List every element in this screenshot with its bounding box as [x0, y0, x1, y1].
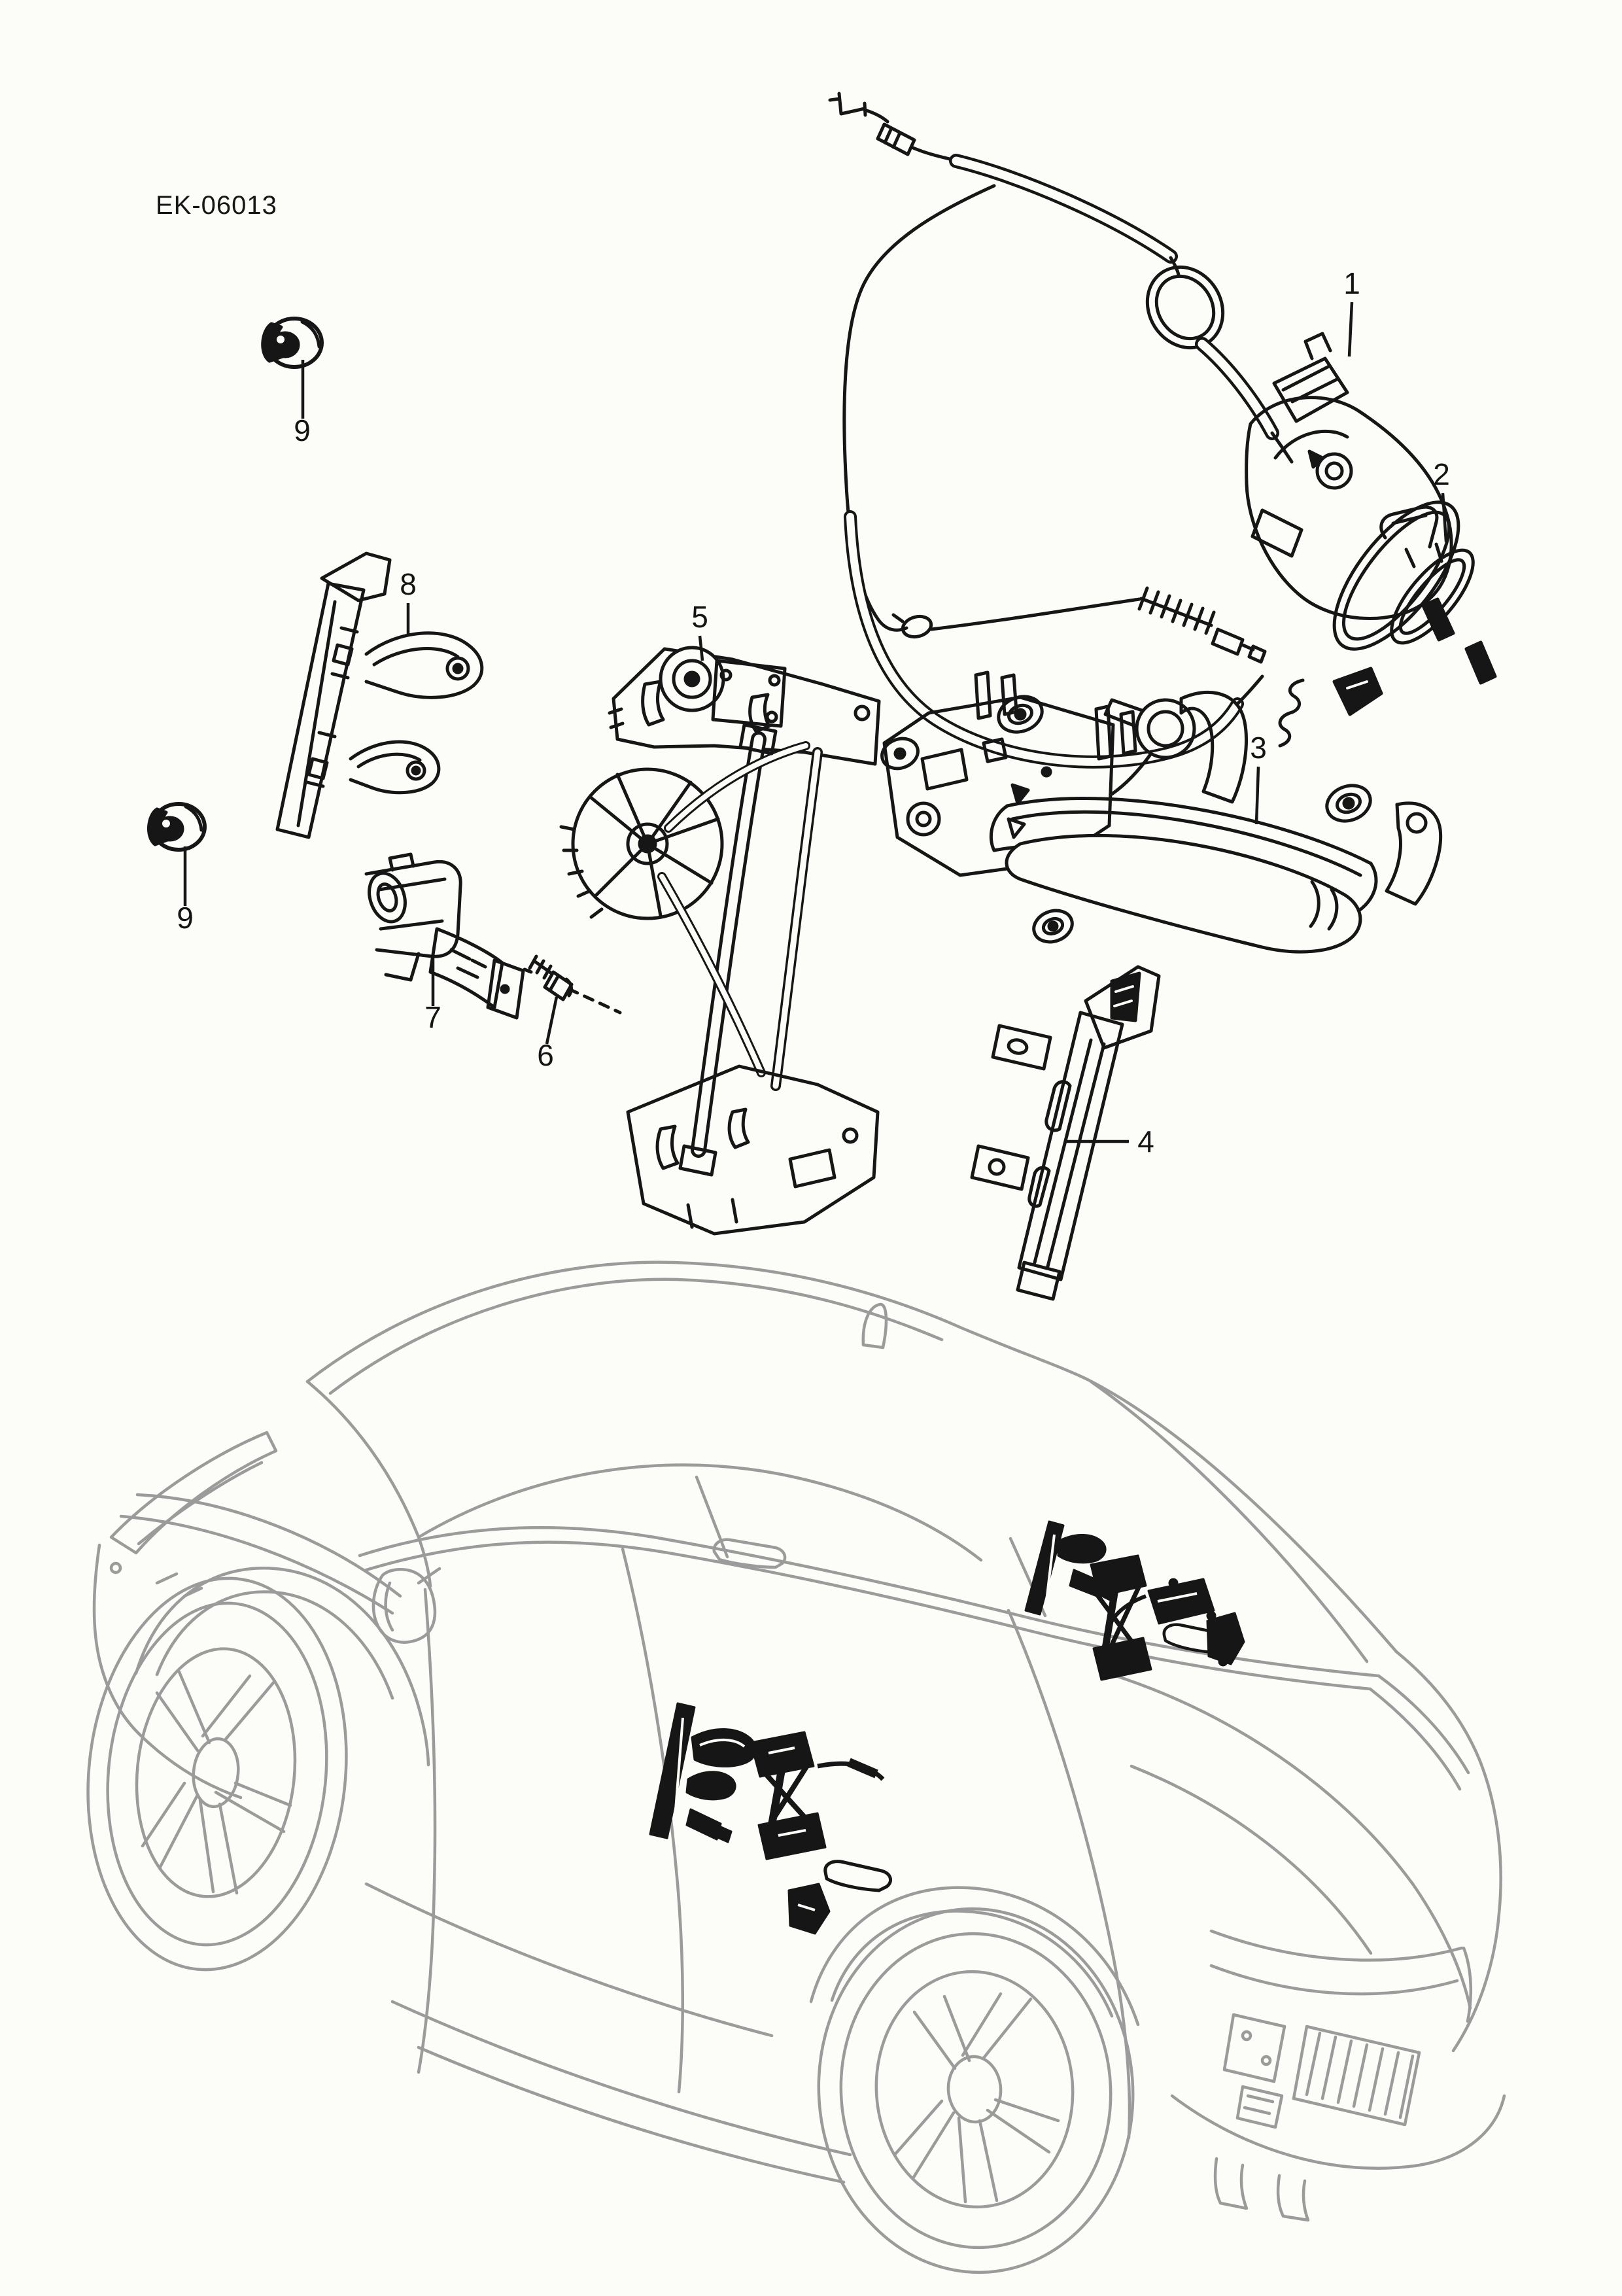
part-9-nut-upper — [261, 317, 324, 369]
rear-bumper-lower — [1170, 2094, 1506, 2170]
callout-9-nut[interactable]: 9 — [177, 901, 194, 935]
rocker-panel — [364, 1882, 852, 2184]
callout-2-leader-line — [1441, 493, 1448, 542]
diagram-code: EK-06013 — [156, 191, 277, 220]
installed-parts-front-door — [649, 1702, 893, 1935]
side-mirror — [371, 1567, 441, 1644]
rear-wheel — [809, 1886, 1140, 2274]
front-wheel — [86, 1567, 430, 1972]
part-5-window-regulator — [559, 646, 881, 1236]
callout-5-leader-line — [698, 635, 704, 661]
license-plate-recess — [1222, 2013, 1286, 2083]
b-pillar — [695, 1475, 729, 1559]
part-4-rear-guide-rail — [970, 965, 1161, 1301]
part-9-nut-lower — [147, 802, 207, 852]
callout-8-front-window-guide-rail[interactable]: 8 — [400, 567, 417, 601]
headlight — [109, 1431, 278, 1598]
car-outline — [86, 1261, 1506, 2274]
part-1-door-lock-actuator-cables — [828, 92, 1497, 769]
callout-5-window-regulator-with-motor[interactable]: 5 — [691, 600, 708, 634]
callout-2-lock-plug-grommet[interactable]: 2 — [1433, 457, 1450, 491]
callout-4-rear-window-guide-rail[interactable]: 4 — [1137, 1124, 1154, 1158]
roof-antenna-fin — [861, 1302, 888, 1349]
part-7-door-check-strap — [364, 852, 622, 1020]
callout-9-nut[interactable]: 9 — [294, 413, 311, 447]
door-lines — [417, 1538, 1131, 2140]
part-2-lock-plug — [1379, 505, 1475, 645]
part-8-front-guide-rail — [275, 551, 484, 839]
car-body — [109, 1261, 1398, 1691]
callout-layer: 1 2 3 4 5 6 7 8 9 9 — [177, 266, 1450, 1158]
callout-6-bolt[interactable]: 6 — [537, 1038, 554, 1072]
part-6-bolt — [528, 954, 574, 1001]
rear-quarter — [1110, 1673, 1472, 2010]
callout-6-leader-line — [545, 996, 559, 1045]
callout-1-door-lock-actuator-with-cables[interactable]: 1 — [1343, 266, 1360, 300]
door-handle-recess — [712, 1538, 787, 1569]
callout-3-outer-door-handle-assembly[interactable]: 3 — [1250, 731, 1267, 765]
callout-7-door-check-strap[interactable]: 7 — [424, 1000, 441, 1034]
a-pillar — [305, 1380, 432, 1588]
part-3-door-handle-assembly — [880, 670, 1443, 954]
callout-3-leader-line — [1254, 766, 1260, 825]
rear-end — [1170, 1650, 1506, 2222]
installed-parts-rear-door — [1024, 1520, 1245, 1681]
callout-1-leader-line — [1347, 302, 1354, 357]
front-bumper — [92, 1543, 243, 1800]
diffuser-grille — [1292, 2025, 1421, 2127]
handle-mount-studs — [880, 695, 1372, 944]
